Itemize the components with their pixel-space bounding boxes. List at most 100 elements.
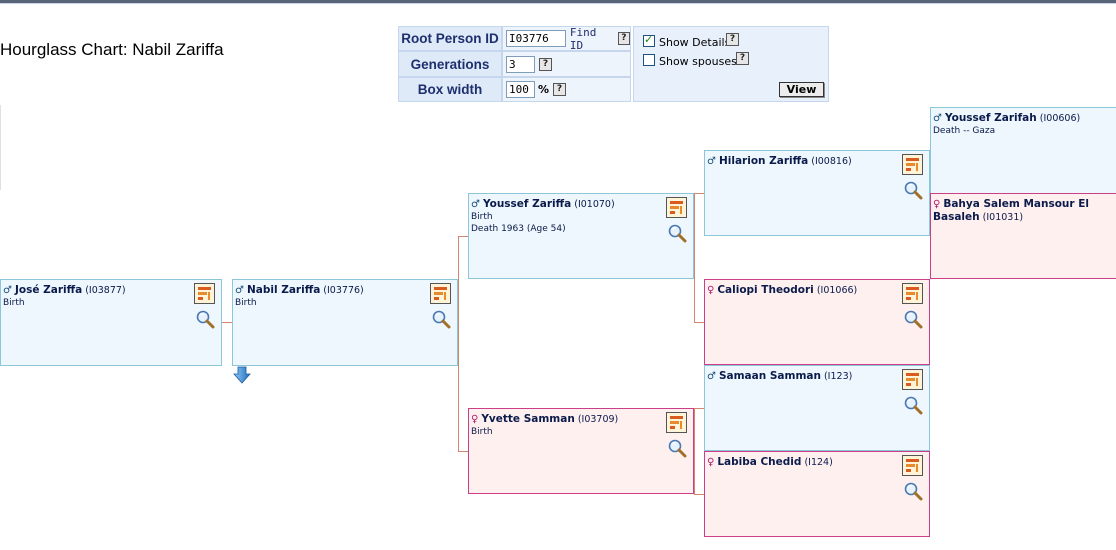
person-name[interactable]: ♂Youssef Zariffa (I01070): [471, 198, 661, 211]
person-box-caliopi[interactable]: ♀Caliopi Theodori (I01066): [704, 279, 930, 365]
person-name[interactable]: ♂Youssef Zarifah (I00606): [933, 112, 1113, 125]
female-symbol-icon: ♀: [707, 457, 715, 468]
root-person-input[interactable]: I03776: [506, 30, 566, 47]
female-symbol-icon: ♀: [707, 285, 715, 296]
help-icon[interactable]: ?: [539, 57, 552, 71]
down-arrow-icon[interactable]: [233, 366, 251, 384]
magnifier-icon[interactable]: [903, 481, 923, 501]
person-name-text[interactable]: Caliopi Theodori: [717, 284, 814, 296]
person-name-text[interactable]: Hilarion Zariffa: [718, 155, 809, 167]
person-name-text[interactable]: Youssef Zariffa: [482, 198, 572, 210]
connector-line: [458, 236, 468, 237]
person-id: (I123): [820, 371, 853, 382]
top-border-highlight: [0, 3, 1116, 4]
connector-line: [694, 494, 704, 495]
person-name[interactable]: ♂Hilarion Zariffa (I00816): [707, 155, 897, 168]
male-symbol-icon: ♂: [3, 285, 12, 296]
person-box-bahya[interactable]: ♀Bahya Salem Mansour El Basaleh (I01031): [930, 193, 1116, 279]
show-spouses-label: Show spouses: [659, 55, 737, 68]
person-id: (I01070): [571, 199, 615, 210]
female-symbol-icon: ♀: [471, 414, 479, 425]
generations-input[interactable]: 3: [506, 55, 535, 73]
pedigree-chart-icon[interactable]: [666, 197, 687, 218]
pedigree-chart-icon[interactable]: [902, 154, 923, 175]
person-box-labiba[interactable]: ♀Labiba Chedid (I124): [704, 451, 930, 537]
top-border: [0, 0, 1116, 3]
person-name-text[interactable]: Samaan Samman: [718, 370, 821, 382]
show-details-checkbox[interactable]: [643, 33, 655, 47]
male-symbol-icon: ♂: [707, 371, 716, 382]
magnifier-icon[interactable]: [195, 309, 215, 329]
connector-line: [694, 193, 695, 322]
pedigree-chart-icon[interactable]: [194, 283, 215, 304]
show-spouses-checkbox[interactable]: [643, 54, 655, 66]
magnifier-icon[interactable]: [431, 309, 451, 329]
person-event: Birth: [235, 298, 257, 308]
person-name-text[interactable]: Yvette Samman: [481, 413, 575, 425]
person-event: Birth: [471, 427, 493, 437]
chart-edge: [0, 105, 1, 190]
pedigree-chart-icon[interactable]: [666, 412, 687, 433]
connector-line: [221, 322, 232, 323]
pedigree-chart-icon[interactable]: [430, 283, 451, 304]
person-event: Birth: [471, 212, 493, 222]
view-button[interactable]: View: [779, 82, 824, 97]
connector-line: [458, 451, 468, 452]
person-box-hilarion[interactable]: ♂Hilarion Zariffa (I00816): [704, 150, 930, 236]
male-symbol-icon: ♂: [933, 113, 942, 124]
person-box-nabil[interactable]: ♂Nabil Zariffa (I03776)Birth: [232, 279, 458, 366]
connector-line: [694, 408, 704, 409]
magnifier-icon[interactable]: [667, 438, 687, 458]
find-id-link[interactable]: Find ID: [569, 25, 597, 52]
male-symbol-icon: ♂: [707, 156, 716, 167]
person-name[interactable]: ♀Labiba Chedid (I124): [707, 456, 897, 469]
connector-line: [694, 193, 704, 194]
magnifier-icon[interactable]: [903, 395, 923, 415]
help-icon[interactable]: ?: [736, 52, 749, 65]
male-symbol-icon: ♂: [235, 285, 244, 296]
magnifier-icon[interactable]: [667, 223, 687, 243]
help-icon[interactable]: ?: [553, 83, 567, 96]
person-name[interactable]: ♂José Zariffa (I03877): [3, 284, 193, 297]
person-name[interactable]: ♀Bahya Salem Mansour El Basaleh (I01031): [933, 198, 1113, 224]
connector-line: [694, 408, 695, 494]
person-id: (I00606): [1036, 113, 1081, 124]
options-panel: Show Details ? Show spouses ? View: [633, 26, 829, 102]
generations-label: Generations: [398, 51, 502, 77]
magnifier-icon[interactable]: [903, 180, 923, 200]
person-id: (I00816): [808, 156, 852, 167]
person-event: Birth: [3, 298, 25, 308]
help-icon[interactable]: ?: [726, 33, 739, 46]
help-icon[interactable]: ?: [617, 32, 630, 45]
root-person-label: Root Person ID: [398, 26, 502, 51]
person-name-text[interactable]: Nabil Zariffa: [246, 284, 321, 296]
box-width-label: Box width: [398, 77, 502, 102]
person-name[interactable]: ♀Yvette Samman (I03709): [471, 413, 661, 426]
person-name[interactable]: ♂Samaan Samman (I123): [707, 370, 897, 383]
person-box-yvette[interactable]: ♀Yvette Samman (I03709)Birth: [468, 408, 694, 494]
pedigree-chart-icon[interactable]: [902, 369, 923, 390]
pedigree-chart-icon[interactable]: [902, 283, 923, 304]
person-id: (I124): [801, 457, 833, 468]
person-event: Death -- Gaza: [933, 126, 996, 136]
person-box-samaan[interactable]: ♂Samaan Samman (I123): [704, 365, 930, 451]
male-symbol-icon: ♂: [471, 199, 480, 210]
person-box-jose[interactable]: ♂José Zariffa (I03877)Birth: [0, 279, 222, 366]
person-event: Death 1963 (Age 54): [471, 224, 566, 234]
box-width-input[interactable]: 100: [506, 81, 535, 98]
person-name-text[interactable]: José Zariffa: [14, 284, 83, 296]
magnifier-icon[interactable]: [903, 309, 923, 329]
page-title: Hourglass Chart: Nabil Zariffa: [0, 40, 224, 59]
person-name-text[interactable]: Labiba Chedid: [717, 456, 802, 468]
pedigree-chart-icon[interactable]: [902, 455, 923, 476]
show-details-label: Show Details: [659, 36, 731, 49]
person-name-text[interactable]: Bahya Salem Mansour El Basaleh: [933, 198, 1089, 223]
root-person-cell: I03776 Find ID ?: [502, 25, 631, 52]
person-name[interactable]: ♀Caliopi Theodori (I01066): [707, 284, 897, 297]
person-name[interactable]: ♂Nabil Zariffa (I03776): [235, 284, 425, 297]
person-id: (I03709): [574, 414, 619, 425]
person-box-youssef-zh[interactable]: ♂Youssef Zarifah (I00606)Death -- Gaza: [930, 107, 1116, 194]
connector-line: [694, 322, 704, 323]
person-name-text[interactable]: Youssef Zarifah: [944, 112, 1037, 124]
